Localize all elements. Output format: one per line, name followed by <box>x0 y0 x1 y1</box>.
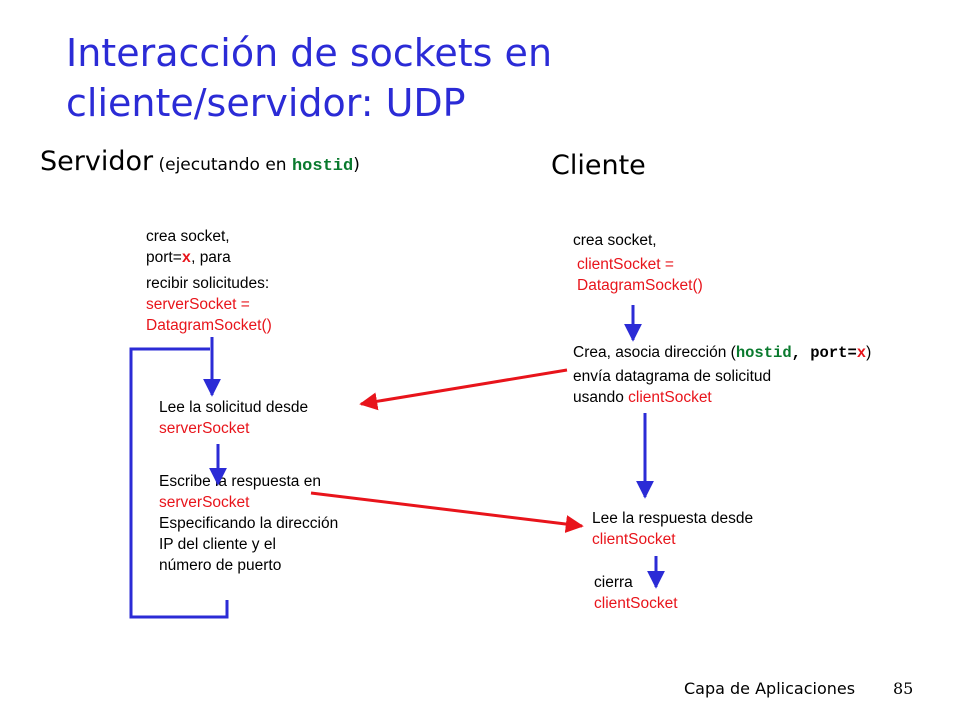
server-loop-line <box>129 347 229 619</box>
server-create-port-post: , para <box>191 249 231 266</box>
client-send-post: ) <box>866 344 872 361</box>
client-close-line-1: cierra <box>594 574 633 591</box>
server-create-port-line: port=x, para <box>146 247 272 269</box>
page-number: 85 <box>893 679 914 698</box>
client-create-code-2: DatagramSocket() <box>577 277 703 294</box>
slide-title: Interacción de sockets en cliente/servid… <box>66 28 926 128</box>
client-send-line-3-pre: usando <box>573 389 629 406</box>
client-send-var: x <box>856 344 867 362</box>
server-write-box: Escribe la respuesta en serverSocket Esp… <box>159 471 338 576</box>
server-read-box: Lee la solicitud desde serverSocket <box>159 397 308 439</box>
server-create-code-1: serverSocket = <box>146 296 250 313</box>
server-create-socket-box: crea socket, port=x, para recibir solici… <box>146 226 272 336</box>
client-close-box: cierra clientSocket <box>594 572 678 614</box>
title-line-1: Interacción de sockets en <box>66 31 553 75</box>
reply-datagram-arrow <box>310 491 584 533</box>
client-send-line-3-code: clientSocket <box>628 389 712 406</box>
client-read-box: Lee la respuesta desde clientSocket <box>592 508 753 550</box>
client-create-line-1: crea socket, <box>573 232 657 249</box>
server-header-host: hostid <box>291 157 354 176</box>
client-read-line-1: Lee la respuesta desde <box>592 510 754 527</box>
footer-label: Capa de Aplicaciones <box>684 679 856 698</box>
server-create-port-pre: port= <box>146 249 182 266</box>
client-close-code: clientSocket <box>594 595 678 612</box>
server-create-line-1: crea socket, <box>146 228 230 245</box>
title-line-2: cliente/servidor: UDP <box>66 81 466 125</box>
server-create-line-3: recibir solicitudes: <box>146 275 270 292</box>
server-header-paren-open: (ejecutando en <box>153 155 292 175</box>
server-write-code: serverSocket <box>159 494 250 511</box>
server-write-line-3: Especificando la dirección <box>159 515 339 532</box>
client-header: Cliente <box>551 150 646 181</box>
server-header-paren-close: ) <box>353 155 360 175</box>
server-write-line-1: Escribe la respuesta en <box>159 473 321 490</box>
client-send-host: hostid <box>735 344 792 362</box>
client-send-line-1: Crea, asocia dirección (hostid, port=x) <box>573 342 871 364</box>
server-read-line-1: Lee la solicitud desde <box>159 399 309 416</box>
client-send-pre: Crea, asocia dirección ( <box>573 344 736 361</box>
client-create-socket-box: crea socket, clientSocket = DatagramSock… <box>573 230 703 296</box>
server-write-line-4: IP del cliente y el <box>159 536 276 553</box>
server-read-code: serverSocket <box>159 420 250 437</box>
client-send-mid: , port= <box>791 344 857 362</box>
server-create-code-2: DatagramSocket() <box>146 317 272 334</box>
client-send-box: Crea, asocia dirección (hostid, port=x) … <box>573 342 871 408</box>
server-write-line-5: número de puerto <box>159 557 282 574</box>
client-send-line-2: envía datagrama de solicitud <box>573 368 772 385</box>
server-header-label: Servidor <box>40 146 154 177</box>
server-header: Servidor (ejecutando en hostid) <box>40 146 360 177</box>
client-create-code-1: clientSocket = <box>577 256 674 273</box>
client-send-line-3: usando clientSocket <box>573 387 871 408</box>
server-create-port-var: x <box>181 249 192 267</box>
client-read-code: clientSocket <box>592 531 676 548</box>
request-datagram-arrow <box>359 368 568 411</box>
